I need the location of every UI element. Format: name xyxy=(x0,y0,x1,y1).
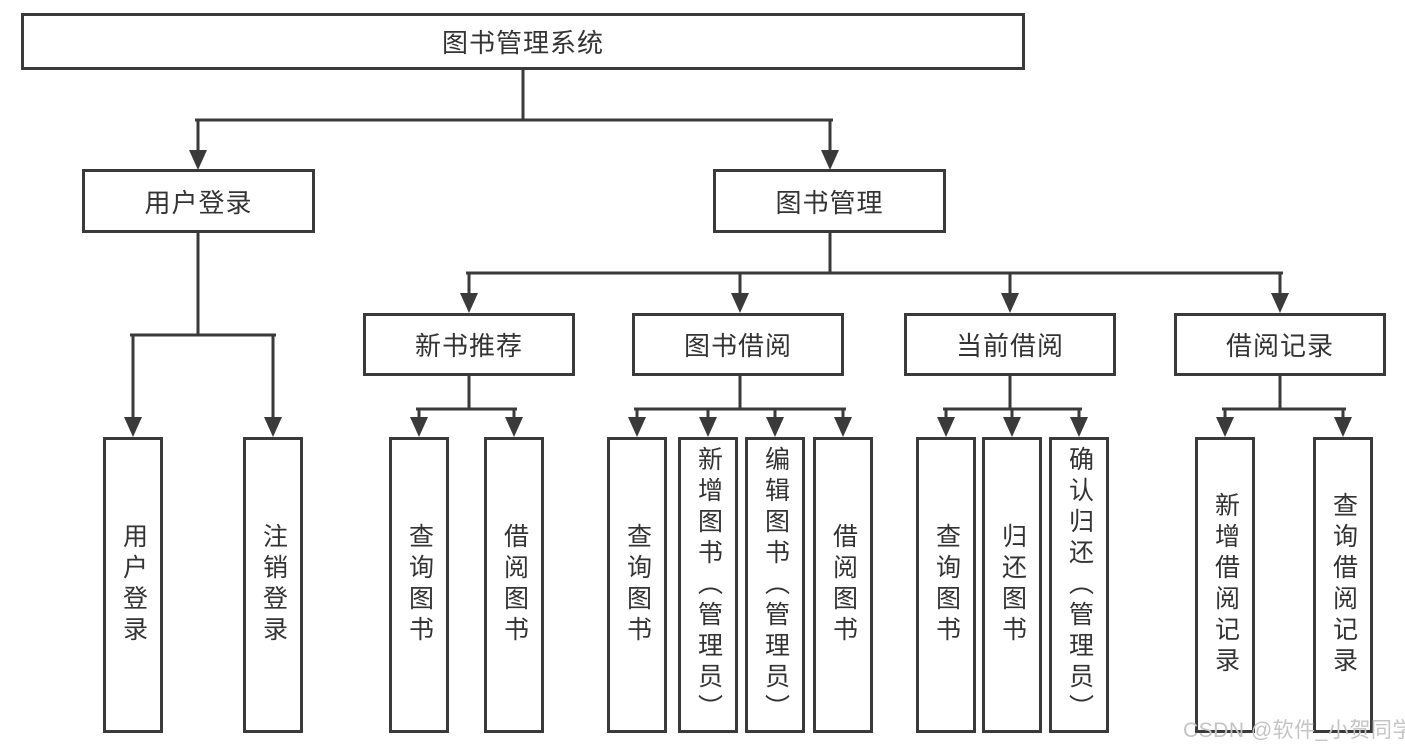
node-label: 图书管理 xyxy=(775,187,884,218)
leaf-label: 查询借阅记录 xyxy=(1329,492,1358,678)
arrow-down-icon xyxy=(410,417,428,437)
connector-book-borrowing xyxy=(634,374,846,421)
arrow-down-icon xyxy=(1334,417,1352,437)
node-label: 用户登录 xyxy=(144,187,253,218)
connector-new-book-recommendation xyxy=(416,374,517,421)
node-current-borrowing: 当前借阅 xyxy=(904,313,1116,376)
node-book-management: 图书管理 xyxy=(713,169,946,233)
leaf-bb-edit-book-admin: 编辑图书（管理员） xyxy=(745,437,805,733)
leaf-cb-query-books: 查询图书 xyxy=(916,437,976,733)
arrow-down-icon xyxy=(505,417,523,437)
leaf-logout: 注销登录 xyxy=(243,437,303,733)
node-label: 图书管理系统 xyxy=(441,28,604,58)
leaf-label: 查询图书 xyxy=(623,523,652,647)
csdn-watermark: CSDN @软件_小贺同学 xyxy=(1183,719,1405,742)
node-label: 新书推荐 xyxy=(414,331,523,361)
leaf-bb-query-books: 查询图书 xyxy=(607,437,667,733)
connector-borrowing-records xyxy=(1222,374,1346,421)
node-label: 图书借阅 xyxy=(683,331,792,361)
arrow-down-icon xyxy=(699,417,717,437)
leaf-label: 查询图书 xyxy=(405,523,434,647)
leaf-label: 借阅图书 xyxy=(500,523,529,647)
arrow-down-icon xyxy=(460,293,478,313)
leaf-user-login: 用户登录 xyxy=(103,437,163,733)
leaf-label: 注销登录 xyxy=(259,523,288,647)
leaf-label: 新增图书（管理员） xyxy=(694,445,723,725)
arrow-down-icon xyxy=(264,417,282,437)
arrowheads xyxy=(124,150,1352,437)
leaf-label: 归还图书 xyxy=(998,523,1027,647)
arrow-down-icon xyxy=(731,293,749,313)
leaf-cb-return-books: 归还图书 xyxy=(982,437,1042,733)
node-user-login: 用户登录 xyxy=(82,169,315,233)
leaf-br-query-record: 查询借阅记录 xyxy=(1313,437,1373,733)
leaf-label: 新增借阅记录 xyxy=(1211,492,1240,678)
connector-current-borrowing xyxy=(943,374,1082,421)
arrow-down-icon xyxy=(1216,417,1234,437)
arrow-down-icon xyxy=(821,150,839,170)
connector-book-management xyxy=(466,231,1283,296)
leaf-bb-add-book-admin: 新增图书（管理员） xyxy=(678,437,738,733)
arrow-down-icon xyxy=(834,417,852,437)
leaf-label: 用户登录 xyxy=(119,523,148,647)
node-book-borrowing: 图书借阅 xyxy=(632,313,844,376)
connector-user-login xyxy=(130,231,276,421)
node-new-book-recommendation: 新书推荐 xyxy=(363,313,575,376)
node-label: 借阅记录 xyxy=(1225,331,1334,361)
leaf-br-add-record: 新增借阅记录 xyxy=(1195,437,1255,733)
arrow-down-icon xyxy=(937,417,955,437)
arrow-down-icon xyxy=(1271,293,1289,313)
arrow-down-icon xyxy=(1070,417,1088,437)
leaf-nbr-query-books: 查询图书 xyxy=(389,437,449,733)
leaf-bb-borrow-books: 借阅图书 xyxy=(813,437,873,733)
node-label: 当前借阅 xyxy=(955,331,1064,361)
leaf-cb-confirm-return-admin: 确认归还（管理员） xyxy=(1049,437,1109,733)
arrow-down-icon xyxy=(628,417,646,437)
arrow-down-icon xyxy=(766,417,784,437)
node-borrowing-records: 借阅记录 xyxy=(1174,313,1386,376)
arrow-down-icon xyxy=(124,417,142,437)
leaf-nbr-borrow-books: 借阅图书 xyxy=(484,437,544,733)
node-library-system: 图书管理系统 xyxy=(21,13,1025,70)
arrow-down-icon xyxy=(1001,293,1019,313)
leaf-label: 确认归还（管理员） xyxy=(1065,445,1094,725)
connector-root xyxy=(195,68,833,154)
leaf-label: 借阅图书 xyxy=(829,523,858,647)
leaf-label: 编辑图书（管理员） xyxy=(761,445,790,725)
leaf-label: 查询图书 xyxy=(932,523,961,647)
arrow-down-icon xyxy=(1003,417,1021,437)
arrow-down-icon xyxy=(189,150,207,170)
